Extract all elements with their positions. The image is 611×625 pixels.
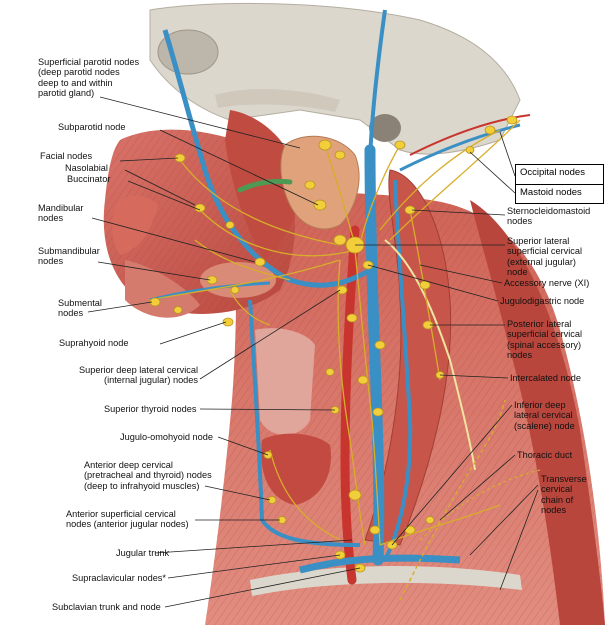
- label-occipital-nodes: Occipital nodes: [515, 164, 604, 186]
- temporal-vein: [368, 9, 387, 161]
- label-posterior-lateral-superficial-cervical: Posterior lateral superficial cervical (…: [507, 319, 583, 361]
- label-submandibular-nodes: Submandibular nodes: [38, 246, 100, 267]
- label-facial-nodes: Facial nodes: [40, 151, 93, 161]
- label-anterior-superficial-cervical: Anterior superficial cervical nodes (ant…: [66, 509, 189, 530]
- label-superior-deep-lateral-cervical: Superior deep lateral cervical (internal…: [79, 365, 198, 386]
- subclavian-vein: [299, 554, 461, 574]
- label-jugulodigastric-node: Jugulodigastric node: [500, 296, 585, 306]
- label-supraclavicular-nodes: Supraclavicular nodes*: [72, 573, 166, 583]
- ear-canal: [369, 114, 401, 142]
- label-suprahyoid-node: Suprahyoid node: [59, 338, 129, 348]
- label-superior-thyroid-nodes: Superior thyroid nodes: [104, 404, 197, 414]
- thoracic-duct-path: [399, 399, 506, 601]
- label-submental-nodes: Submental nodes: [58, 298, 102, 319]
- label-jugulo-omohyoid-node: Jugulo-omohyoid node: [120, 432, 213, 442]
- occipital-artery: [409, 114, 531, 156]
- label-transverse-cervical-chain: Transverse cervical chain of nodes: [541, 474, 587, 516]
- label-accessory-nerve: Accessory nerve (XI): [504, 278, 590, 288]
- lymph-vessels: [149, 119, 521, 546]
- label-nasolabial: Nasolabial: [65, 163, 108, 173]
- label-anterior-deep-cervical: Anterior deep cervical (pretracheal and …: [84, 460, 212, 491]
- label-sternocleidomastoid-nodes: Sternocleidomastoid nodes: [507, 206, 591, 227]
- carotid-artery: [340, 225, 360, 585]
- thyroid-gland: [261, 433, 331, 505]
- label-mastoid-nodes: Mastoid nodes: [515, 184, 604, 204]
- parotid-duct: [237, 178, 293, 193]
- occipital-vein: [399, 123, 521, 172]
- label-intercalated-node: Intercalated node: [510, 373, 582, 383]
- larynx: [255, 328, 315, 435]
- accessory-nerve: [384, 239, 476, 471]
- label-buccinator: Buccinator: [67, 174, 111, 184]
- parotid-gland: [280, 135, 360, 230]
- label-inferior-deep-lateral-cervical: Inferior deep lateral cervical (scalene)…: [514, 400, 575, 431]
- clavicle: [250, 565, 522, 596]
- external-jugular-vein: [383, 179, 413, 561]
- label-superficial-parotid-nodes: Superficial parotid nodes (deep parotid …: [38, 57, 140, 99]
- label-subparotid-node: Subparotid node: [58, 122, 126, 132]
- trapezius-muscle: [470, 200, 605, 625]
- label-thoracic-duct: Thoracic duct: [517, 450, 573, 460]
- label-subclavian-trunk-and-node: Subclavian trunk and node: [52, 602, 161, 612]
- label-jugular-trunk: Jugular trunk: [116, 548, 170, 558]
- zygomatic-arch: [215, 88, 340, 112]
- lips: [112, 195, 158, 255]
- label-mandibular-nodes: Mandibular nodes: [38, 203, 84, 224]
- leader-lines: [87, 96, 539, 608]
- label-superior-lateral-superficial-cervical: Superior lateral superficial cervical (e…: [507, 236, 583, 278]
